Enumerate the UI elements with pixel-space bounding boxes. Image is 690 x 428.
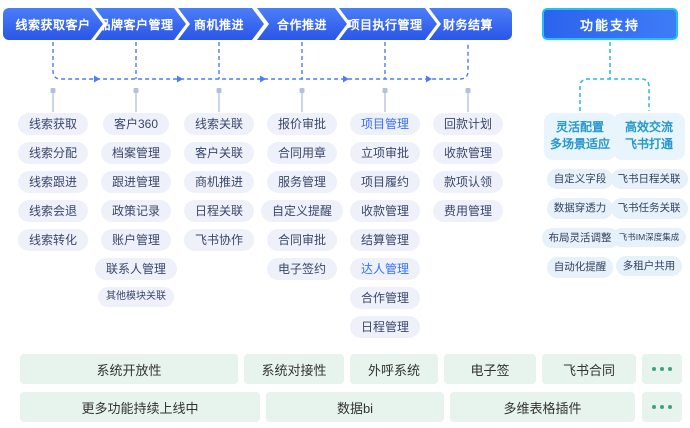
- bottom-capability-box: 外呼系统: [350, 354, 438, 384]
- feature-item: 客户360: [102, 113, 170, 135]
- feature-item: 合作管理: [349, 287, 420, 309]
- flow-arrowhead: [94, 75, 100, 83]
- bottom-capability-box: 多维表格插件: [450, 392, 635, 422]
- support-branch-line: [579, 78, 650, 111]
- feature-item: 其他模块关联: [98, 287, 174, 307]
- support-header-line: 多场景适应: [549, 137, 610, 152]
- ellipsis-dot: [668, 405, 672, 409]
- support-item: 自定义字段: [546, 168, 614, 190]
- ellipsis-dot: [668, 367, 672, 371]
- stage-column-finance-settlement: 回款计划收款管理款项认领费用管理: [413, 113, 523, 222]
- feature-item: 线索分配: [17, 142, 88, 164]
- stage-pill-wrap-lead-acquisition: 线索获取客户: [3, 8, 103, 40]
- flow-arrowhead: [343, 75, 349, 83]
- support-item-list: 飞书日程关联飞书任务关联飞书IM深度集成多租户共用: [610, 168, 688, 277]
- stage-column-opportunity-advance: 线索关联客户关联商机推进日程关联飞书协作: [164, 113, 274, 251]
- bottom-capability-box: 飞书合同: [542, 354, 636, 384]
- support-button: 功能支持: [542, 8, 678, 40]
- bottom-capability-box: 系统对接性: [244, 354, 344, 384]
- feature-item: 达人管理: [349, 258, 420, 280]
- support-item: 多租户共用: [615, 255, 683, 277]
- stage-pill-opportunity-advance: 商机推进: [174, 8, 264, 40]
- flow-arrowhead: [260, 75, 266, 83]
- feature-item: 政策记录: [100, 200, 171, 222]
- feature-item: 自定义提醒: [260, 200, 343, 222]
- stage-pill-lead-acquisition: 线索获取客户: [3, 8, 103, 40]
- support-group-flexible-config: 灵活配置多场景适应自定义字段数据穿透力布局灵活调整自动化提醒: [541, 113, 619, 278]
- feature-item: 电子签约: [266, 258, 337, 280]
- stage-column-brand-customer-mgmt: 客户360 档案管理跟进管理政策记录账户管理联系人管理其他模块关联: [81, 113, 191, 307]
- ellipsis-dot: [660, 367, 664, 371]
- feature-item: 回款计划: [432, 113, 503, 135]
- feature-item: 项目履约: [349, 171, 420, 193]
- feature-item: 项目管理: [349, 113, 420, 135]
- column-pins: [50, 88, 471, 112]
- feature-item: 费用管理: [432, 200, 503, 222]
- feature-item: 款项认领: [432, 171, 503, 193]
- flow-arrowhead: [177, 75, 183, 83]
- feature-item: 档案管理: [100, 142, 171, 164]
- support-header-line: 灵活配置: [555, 120, 604, 134]
- flow-line: [52, 42, 469, 80]
- bottom-capability-box: 数据bi: [266, 392, 444, 422]
- support-group-feishu-integration: 高效交流飞书打通飞书日程关联飞书任务关联飞书IM深度集成多租户共用: [610, 113, 688, 277]
- ellipsis-dot: [652, 405, 656, 409]
- feature-item: 联系人管理: [94, 258, 177, 280]
- stage-pill-wrap-finance-settlement: 财务结算: [424, 8, 512, 40]
- bottom-capability-box: 电子签: [444, 354, 536, 384]
- bottom-capability-box: 更多功能持续上线中: [20, 392, 260, 422]
- feature-item: 线索关联: [183, 113, 254, 135]
- feature-item: 立项审批: [349, 142, 420, 164]
- support-item-list: 自定义字段数据穿透力布局灵活调整自动化提醒: [541, 168, 619, 278]
- feature-item: 跟进管理: [100, 171, 171, 193]
- support-item: 布局灵活调整: [541, 227, 619, 249]
- feature-item: 线索会退: [17, 200, 88, 222]
- stage-pill-project-execution: 项目执行管理: [333, 8, 437, 40]
- stage-column-lead-acquisition: 线索获取线索分配线索跟进线索会退线索转化: [0, 113, 108, 251]
- feature-item: 合同用章: [266, 142, 337, 164]
- feature-item: 线索转化: [17, 229, 88, 251]
- support-item: 飞书任务关联: [610, 198, 688, 219]
- ellipsis-box: [642, 392, 682, 422]
- support-item: 数据穿透力: [546, 198, 614, 219]
- stage-pill-wrap-cooperation-advance: 合作推进: [257, 8, 347, 40]
- support-item: 自动化提醒: [546, 257, 614, 278]
- stage-pill-cooperation-advance: 合作推进: [257, 8, 347, 40]
- support-header-line: 飞书打通: [624, 137, 673, 152]
- feature-item: 账户管理: [100, 229, 171, 251]
- stage-pill-wrap-project-execution: 项目执行管理: [333, 8, 437, 40]
- feature-item: 服务管理: [266, 171, 337, 193]
- feature-item: 收款管理: [432, 142, 503, 164]
- ellipsis-dot: [652, 367, 656, 371]
- support-group-header: 高效交流飞书打通: [613, 113, 685, 160]
- bottom-capability-box: 系统开放性: [20, 354, 238, 384]
- stage-column-cooperation-advance: 报价审批合同用章服务管理自定义提醒合同审批电子签约: [247, 113, 357, 280]
- feature-item: 报价审批: [266, 113, 337, 135]
- feature-item: 日程管理: [349, 316, 420, 338]
- feature-item: 结算管理: [349, 229, 420, 251]
- feature-item: 客户关联: [183, 142, 254, 164]
- feature-item: 线索跟进: [17, 171, 88, 193]
- feature-item: 收款管理: [349, 200, 420, 222]
- feature-item: 线索获取: [17, 113, 88, 135]
- feature-item: 飞书协作: [183, 229, 254, 251]
- feature-item: 合同审批: [266, 229, 337, 251]
- flow-arrowhead: [426, 75, 432, 83]
- support-header-line: 高效交流: [624, 120, 673, 134]
- feature-item: 日程关联: [183, 200, 254, 222]
- feature-item: 商机推进: [183, 171, 254, 193]
- stage-pill-wrap-opportunity-advance: 商机推进: [174, 8, 264, 40]
- ellipsis-dot: [660, 405, 664, 409]
- support-item: 飞书IM深度集成: [611, 227, 687, 247]
- stage-column-project-execution: 项目管理立项审批项目履约收款管理结算管理达人管理合作管理日程管理: [330, 113, 440, 338]
- support-group-header: 灵活配置多场景适应: [544, 113, 616, 160]
- ellipsis-box: [642, 354, 682, 384]
- stage-pill-finance-settlement: 财务结算: [424, 8, 512, 40]
- support-item: 飞书日程关联: [610, 168, 688, 190]
